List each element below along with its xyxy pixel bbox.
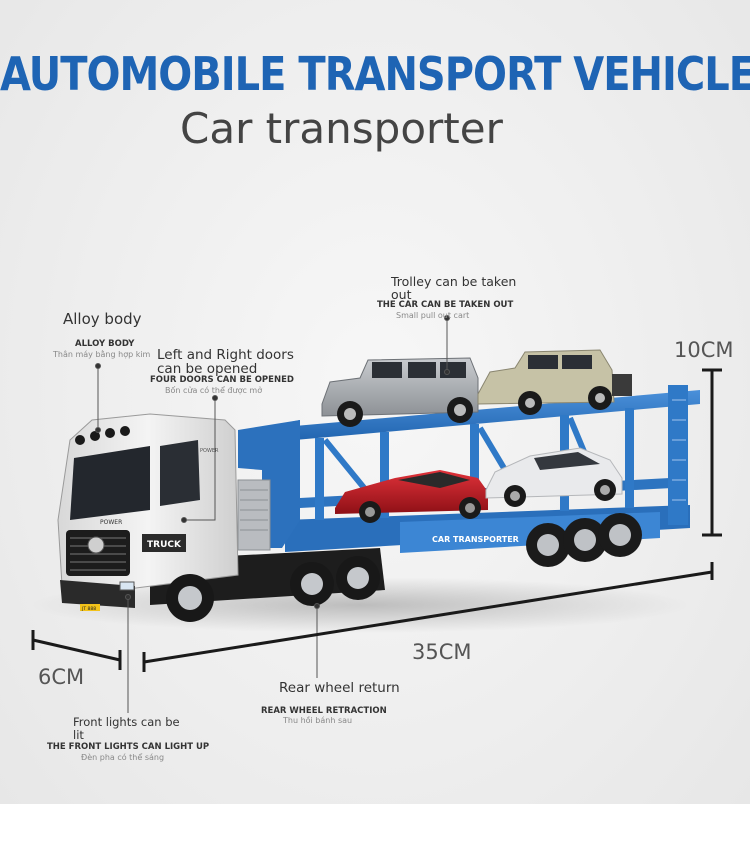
truck-badge [142, 534, 186, 552]
doors-label-2: can be opened [157, 361, 258, 377]
rear-label: Rear wheel return [279, 680, 400, 696]
headlight [119, 581, 135, 591]
doors-caps: FOUR DOORS CAN BE OPENED [150, 375, 294, 385]
trailer-wheels [526, 513, 642, 567]
trolley-caps: THE CAR CAN BE TAKEN OUT [377, 300, 514, 310]
cab-wheels [166, 556, 380, 622]
trolley-label-2: out [391, 287, 412, 302]
alloy-label: Alloy body [63, 310, 142, 328]
front-label-2: lit [73, 728, 84, 742]
sub-title: Car transporter [180, 104, 503, 153]
height-dimension: 10CM [674, 338, 734, 362]
car-beige-suv [477, 349, 632, 415]
trailer-text: CAR TRANSPORTER [432, 535, 519, 544]
svg-text:POWER: POWER [100, 519, 122, 526]
trolley-label-1: Trolley can be taken [391, 274, 517, 289]
plate-text: JT 888 [81, 606, 96, 612]
front-label-1: Front lights can be [73, 715, 180, 729]
rear-caps: REAR WHEEL RETRACTION [261, 706, 387, 716]
car-white-sedan [485, 447, 623, 507]
roof-lights [75, 426, 130, 445]
alloy-vn: Thân máy bằng hợp kim [53, 350, 151, 359]
upper-deck [250, 390, 700, 444]
length-dimension: 35CM [412, 640, 472, 664]
svg-text:POWER: POWER [200, 448, 219, 454]
trolley-vn: Small pull out cart [396, 311, 470, 320]
tractor-cab: JT 888 TRUCK POWER POWER [57, 413, 385, 622]
brand-logo [87, 536, 105, 554]
main-title: AUTOMOBILE TRANSPORT VEHICLE [0, 48, 750, 102]
car-grey-jeep [321, 357, 479, 427]
svg-text:TRUCK: TRUCK [147, 540, 182, 550]
rear-vn: Thu hồi bánh sau [283, 716, 353, 725]
license-plate [80, 604, 100, 611]
rear-ladder [672, 399, 686, 501]
car-red-sports [335, 470, 488, 523]
alloy-caps: ALLOY BODY [75, 339, 135, 349]
doors-vn: Bốn cửa có thể được mở [165, 386, 263, 395]
width-dimension: 6CM [38, 665, 85, 689]
doors-label-1: Left and Right doors [157, 347, 294, 363]
front-vn: Đèn pha có thể sáng [81, 753, 165, 762]
front-caps: THE FRONT LIGHTS CAN LIGHT UP [47, 742, 210, 752]
dimension-lines [31, 368, 722, 672]
callout-lines [95, 315, 450, 713]
bottom-margin [0, 804, 750, 854]
